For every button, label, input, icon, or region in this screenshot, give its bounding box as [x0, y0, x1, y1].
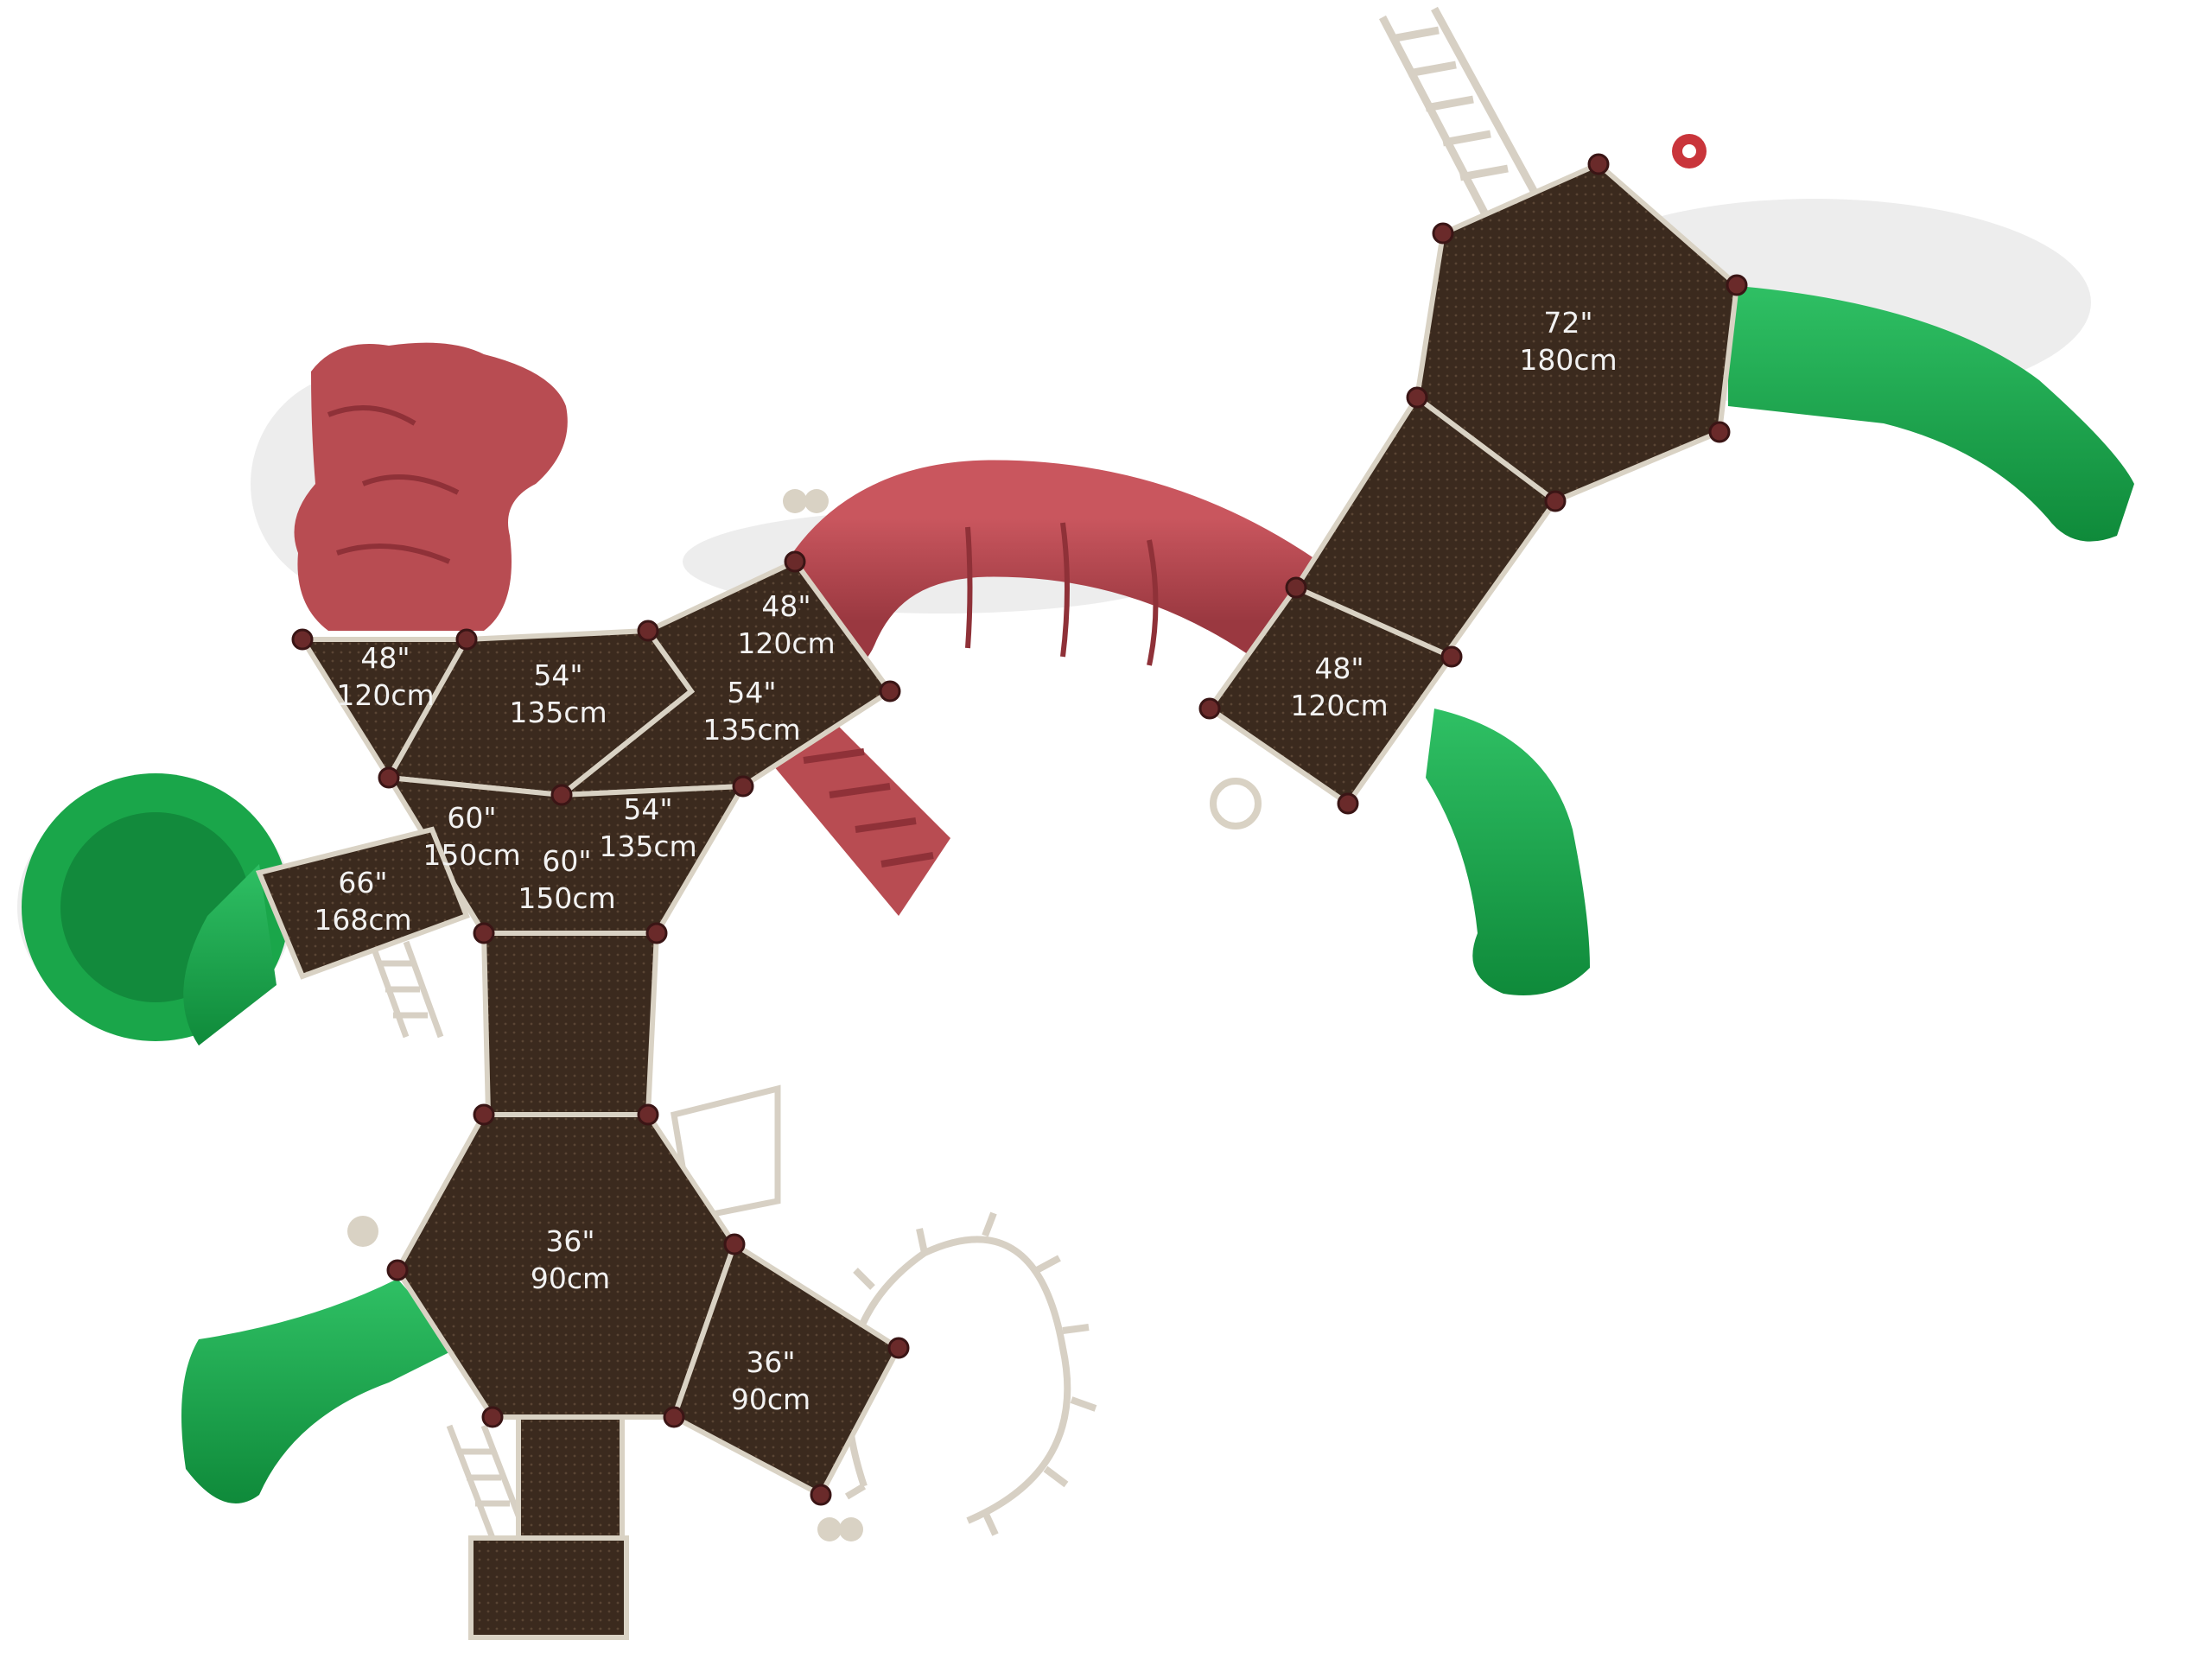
deck-label-metric: 150cm	[518, 881, 615, 915]
accessories	[347, 134, 1707, 1541]
deck-label-metric: 135cm	[702, 713, 800, 747]
ladder-top-right	[1379, 6, 1541, 219]
slides	[22, 285, 2134, 1503]
deck-label-imperial: 60"	[542, 844, 591, 878]
climbing-panel	[769, 717, 950, 916]
deck-label-metric: 90cm	[531, 1262, 610, 1295]
deck-label-metric: 120cm	[1290, 689, 1388, 722]
deck-label-metric: 135cm	[509, 696, 607, 729]
deck-label-imperial: 66"	[338, 866, 387, 899]
deck-label-imperial: 72"	[1543, 306, 1592, 340]
deck-label-imperial: 48"	[360, 641, 410, 675]
deck-label-metric: 150cm	[423, 838, 520, 872]
deck-label-imperial: 48"	[761, 589, 810, 623]
deck-label-metric: 180cm	[1519, 343, 1617, 377]
deck-label-metric: 135cm	[599, 830, 696, 863]
climbing-rock	[294, 342, 568, 631]
tube-slide	[762, 460, 1338, 681]
deck-label-imperial: 54"	[727, 676, 776, 709]
deck-labels: 72" 180cm 48" 120cm 54" 135cm 48" 120cm …	[314, 306, 1617, 1416]
deck-label-metric: 120cm	[737, 626, 835, 660]
deck-label-imperial: 54"	[623, 792, 672, 826]
deck-label-imperial: 60"	[447, 801, 496, 835]
deck-label-metric: 120cm	[336, 678, 434, 712]
deck-label-metric: 168cm	[314, 903, 411, 937]
deck-label-imperial: 36"	[746, 1345, 795, 1379]
deck-label-imperial: 48"	[1314, 652, 1363, 685]
deck-label-metric: 90cm	[731, 1382, 810, 1416]
deck-platforms	[255, 161, 1740, 1640]
deck-label-imperial: 54"	[533, 658, 582, 692]
posts	[291, 153, 1748, 1506]
deck-label-imperial: 36"	[545, 1224, 594, 1258]
